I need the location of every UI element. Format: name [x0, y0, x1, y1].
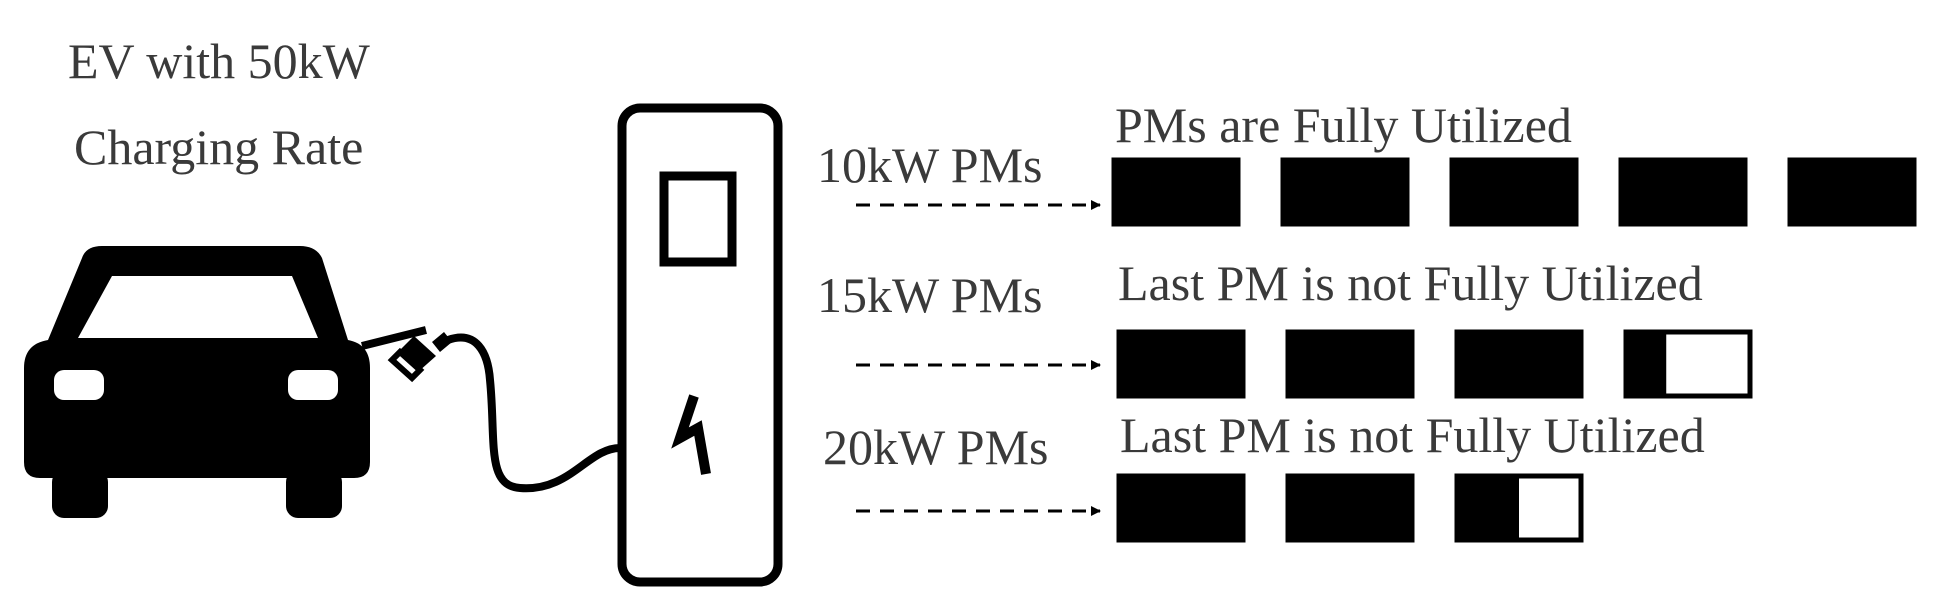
power-module-utilization — [1455, 474, 1519, 542]
power-module-utilization — [1286, 474, 1414, 542]
power-module — [1454, 473, 1584, 543]
power-module — [1454, 329, 1584, 399]
row-label-10kw: 10kW PMs — [817, 137, 1043, 193]
row-status-10kw: PMs are Fully Utilized — [1115, 97, 1572, 153]
power-module-utilization — [1112, 158, 1240, 226]
power-module — [1285, 473, 1415, 543]
lightning-bolt-icon — [671, 394, 711, 475]
power-module-utilization — [1455, 330, 1583, 398]
vehicle-title-line2: Charging Rate — [74, 119, 364, 175]
power-module — [1116, 473, 1246, 543]
car-icon — [24, 246, 370, 518]
vehicle-title-line1: EV with 50kW — [68, 33, 370, 89]
power-module-utilization — [1450, 158, 1578, 226]
power-module — [1623, 329, 1753, 399]
power-module-utilization — [1788, 158, 1916, 226]
power-module-utilization — [1117, 474, 1245, 542]
power-module — [1285, 329, 1415, 399]
charging-plug-icon — [361, 326, 624, 493]
power-module-utilization — [1624, 330, 1667, 398]
station-screen — [659, 171, 737, 267]
power-module — [1280, 157, 1410, 227]
row-label-15kw: 15kW PMs — [817, 267, 1043, 323]
car-wheel-left — [52, 470, 108, 518]
power-modules-layer — [1111, 157, 1917, 543]
row-label-20kw: 20kW PMs — [823, 419, 1049, 475]
car-headlight-right — [288, 370, 338, 400]
power-module-utilization — [1281, 158, 1409, 226]
car-wheel-right — [286, 470, 342, 518]
power-module — [1618, 157, 1748, 227]
power-module — [1116, 329, 1246, 399]
row-status-15kw: Last PM is not Fully Utilized — [1118, 255, 1703, 311]
car-headlight-left — [54, 370, 104, 400]
power-module — [1449, 157, 1579, 227]
power-module-utilization — [1286, 330, 1414, 398]
charging-cable — [444, 333, 624, 493]
row-status-20kw: Last PM is not Fully Utilized — [1120, 407, 1705, 463]
power-module-utilization — [1117, 330, 1245, 398]
power-module-utilization — [1619, 158, 1747, 226]
charging-station-icon — [617, 103, 783, 587]
power-module — [1111, 157, 1241, 227]
power-module — [1787, 157, 1917, 227]
